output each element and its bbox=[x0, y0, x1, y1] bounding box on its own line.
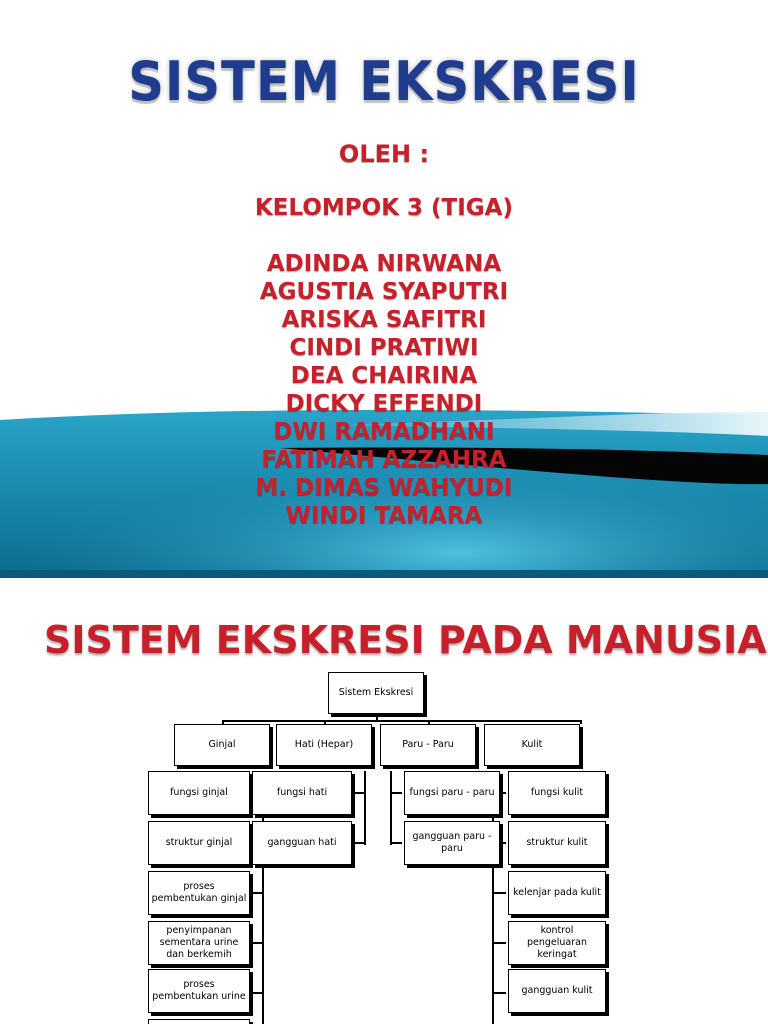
leaf-node: kelenjar pada kulit bbox=[508, 871, 606, 915]
connector-line bbox=[364, 771, 366, 845]
member-name: DEA CHAIRINA bbox=[290, 363, 478, 389]
by-label: OLEH : bbox=[338, 140, 430, 168]
leaf-node: gangguan kulit bbox=[508, 969, 606, 1013]
leaf-node: gangguan paru - paru bbox=[404, 821, 500, 865]
connector-line bbox=[324, 720, 326, 724]
leaf-node: fungsi ginjal bbox=[148, 771, 250, 815]
connector-line bbox=[390, 771, 392, 845]
slide-title: SISTEM EKSKRESI PADA MANUSIA bbox=[44, 618, 767, 662]
leaf-node: penyimpanan sementara urine dan berkemih bbox=[148, 921, 250, 965]
member-name: ADINDA NIRWANA bbox=[266, 251, 502, 277]
member-name: CINDI PRATIWI bbox=[289, 335, 479, 361]
connector-line bbox=[222, 720, 582, 722]
connector-line bbox=[492, 942, 506, 944]
connector-line bbox=[252, 892, 264, 894]
connector-line bbox=[354, 792, 366, 794]
leaf-node: struktur ginjal bbox=[148, 821, 250, 865]
slide-gap bbox=[0, 578, 768, 596]
leaf-node: fungsi hati bbox=[252, 771, 352, 815]
connector-line bbox=[262, 771, 264, 1024]
title-slide: SISTEM EKSKRESI OLEH : KELOMPOK 3 (TIGA)… bbox=[0, 50, 768, 578]
connector-line bbox=[252, 942, 264, 944]
connector-line bbox=[354, 842, 366, 844]
connector-line bbox=[390, 842, 402, 844]
branch-node-ginjal: Ginjal bbox=[174, 724, 270, 766]
member-name: DWI RAMADHANI bbox=[273, 419, 495, 445]
member-name: M. DIMAS WAHYUDI bbox=[255, 475, 513, 501]
leaf-node-partial bbox=[148, 1019, 250, 1024]
group-name: KELOMPOK 3 (TIGA) bbox=[254, 195, 513, 221]
member-name: AGUSTIA SYAPUTRI bbox=[259, 279, 509, 305]
member-name: DICKY EFFENDI bbox=[285, 391, 483, 417]
member-name: ARISKA SAFITRI bbox=[281, 307, 487, 333]
connector-line bbox=[252, 992, 264, 994]
leaf-node: gangguan hati bbox=[252, 821, 352, 865]
branch-node-kulit: Kulit bbox=[484, 724, 580, 766]
root-node: Sistem Ekskresi bbox=[328, 672, 424, 714]
org-chart-slide: SISTEM EKSKRESI PADA MANUSIA Sistem Eksk… bbox=[0, 596, 768, 1024]
member-name: FATIMAH AZZAHRA bbox=[261, 447, 507, 473]
connector-line bbox=[580, 720, 582, 724]
leaf-node: fungsi paru - paru bbox=[404, 771, 500, 815]
slide-title: SISTEM EKSKRESI bbox=[128, 50, 640, 113]
leaf-node: struktur kulit bbox=[508, 821, 606, 865]
leaf-node: proses pembentukan urine bbox=[148, 969, 250, 1013]
wave-background bbox=[0, 410, 768, 578]
connector-line bbox=[428, 720, 430, 724]
connector-line bbox=[376, 715, 378, 721]
member-name: WINDI TAMARA bbox=[285, 503, 483, 529]
leaf-node: fungsi kulit bbox=[508, 771, 606, 815]
branch-node-paru: Paru - Paru bbox=[380, 724, 476, 766]
leaf-node: proses pembentukan ginjal bbox=[148, 871, 250, 915]
connector-line bbox=[492, 992, 506, 994]
connector-line bbox=[492, 771, 494, 1024]
connector-line bbox=[390, 792, 402, 794]
connector-line bbox=[222, 720, 224, 724]
member-list: ADINDA NIRWANA AGUSTIA SYAPUTRI ARISKA S… bbox=[0, 250, 768, 530]
connector-line bbox=[492, 892, 506, 894]
leaf-node: kontrol pengeluaran keringat bbox=[508, 921, 606, 965]
branch-node-hati: Hati (Hepar) bbox=[276, 724, 372, 766]
